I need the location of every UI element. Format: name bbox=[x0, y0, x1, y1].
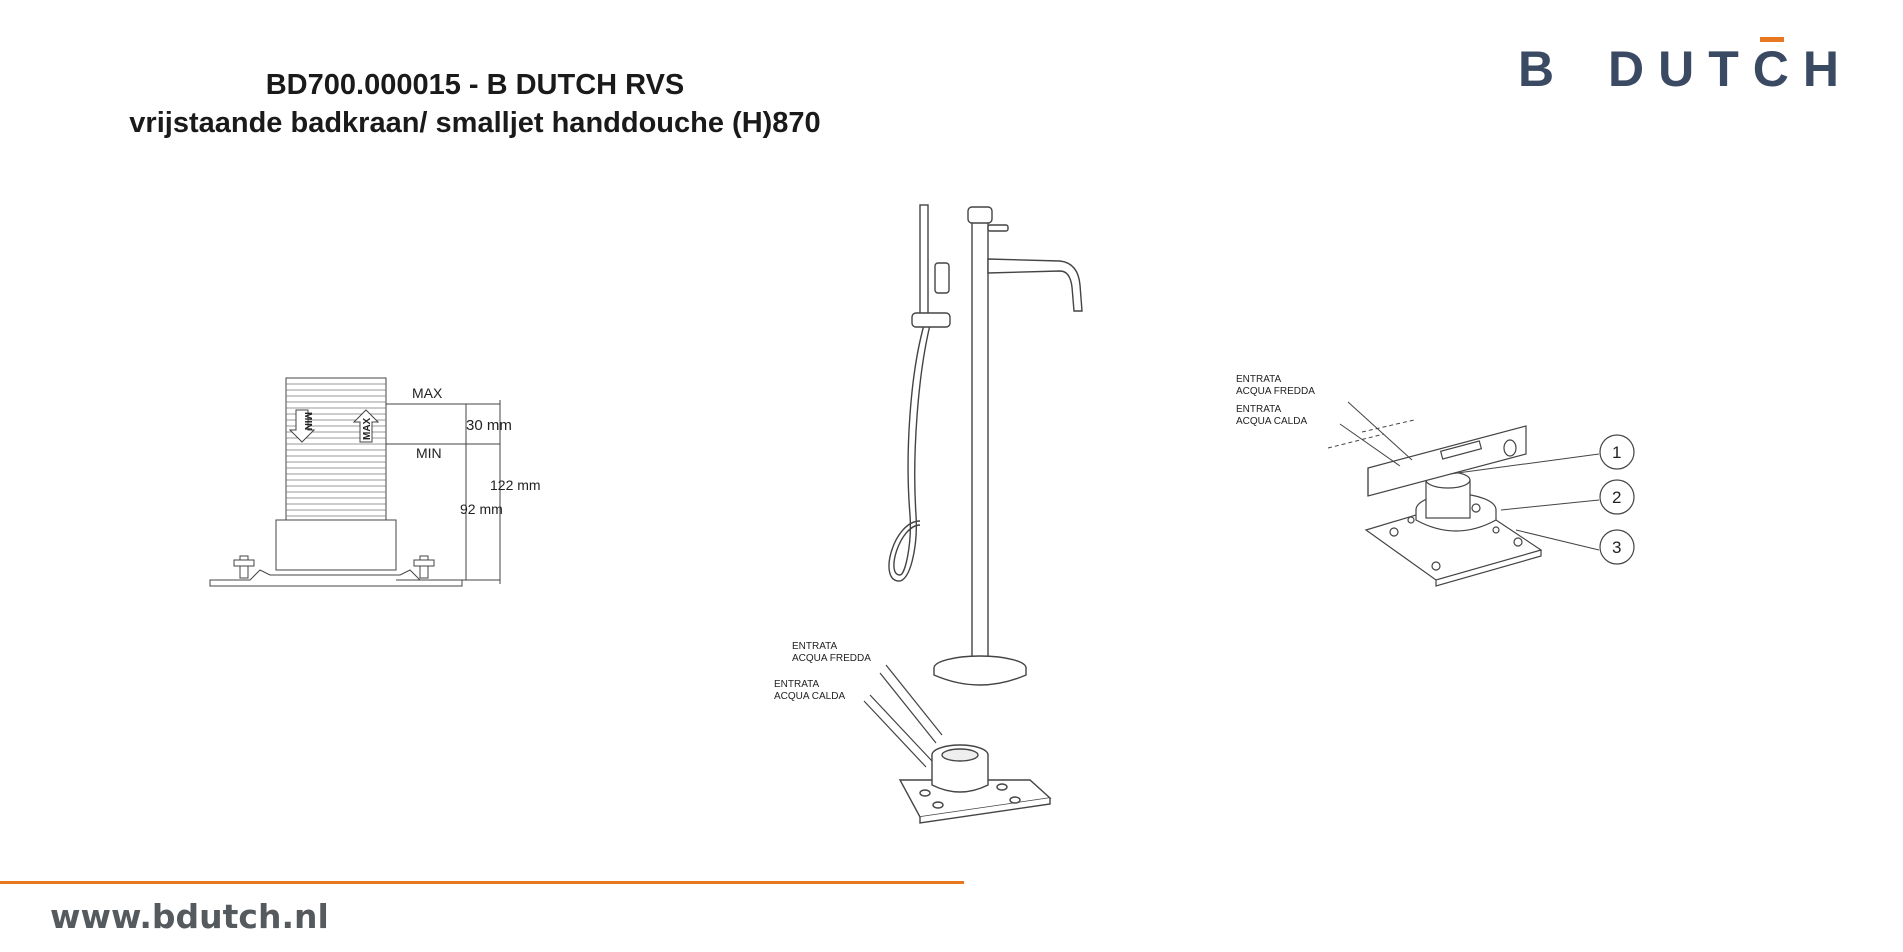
title-line-2: vrijstaande badkraan/ smalljet handdouch… bbox=[129, 107, 821, 139]
title-line-1: BD700.000015 - B DUTCH RVS bbox=[265, 69, 685, 101]
label-min: MIN bbox=[416, 445, 442, 461]
dim-122mm: 122 mm bbox=[490, 477, 541, 493]
right-hot-label-1: ENTRATA bbox=[1236, 404, 1282, 415]
callout-1: 1 bbox=[1599, 434, 1635, 470]
bdutch-logo: B DUTCH bbox=[1518, 37, 1853, 92]
callout-2-text: 2 bbox=[1612, 488, 1621, 507]
center-hot-label-1: ENTRATA bbox=[774, 679, 820, 690]
center-cold-label-1: ENTRATA bbox=[792, 641, 838, 652]
arrow-min-text: MIN bbox=[302, 412, 313, 430]
right-cold-label-2: ACQUA FREDDA bbox=[1236, 386, 1315, 397]
callout-2: 2 bbox=[1599, 479, 1635, 515]
level-check-drawing: ENTRATA ACQUA FREDDA ENTRATA ACQUA CALDA… bbox=[1236, 374, 1635, 587]
center-cold-label-2: ACQUA FREDDA bbox=[792, 653, 871, 664]
freestanding-tap-drawing: ENTRATA ACQUA FREDDA ENTRATA ACQUA CALDA bbox=[774, 204, 1083, 824]
installation-box-drawing: MIN MAX MAX MIN 30 mm 122 mm 92 mm bbox=[209, 377, 541, 587]
center-hot-label-2: ACQUA CALDA bbox=[774, 691, 845, 702]
callout-3: 3 bbox=[1599, 529, 1635, 565]
document-title: BD700.000015 - B DUTCH RVS vrijstaande b… bbox=[60, 66, 890, 142]
arrow-max-text: MAX bbox=[362, 417, 373, 440]
callout-3-text: 3 bbox=[1612, 538, 1621, 557]
footer-divider bbox=[0, 881, 964, 884]
label-max: MAX bbox=[412, 385, 443, 401]
callout-1-text: 1 bbox=[1612, 443, 1621, 462]
footer-website-url: www.bdutch.nl bbox=[50, 897, 329, 936]
logo-accent-bar bbox=[1760, 37, 1784, 42]
dim-92mm: 92 mm bbox=[460, 501, 503, 517]
logo-word-dutch: DUTCH bbox=[1608, 41, 1853, 92]
logo-letter-b: B bbox=[1518, 41, 1556, 92]
right-cold-label-1: ENTRATA bbox=[1236, 374, 1282, 385]
right-hot-label-2: ACQUA CALDA bbox=[1236, 416, 1307, 427]
dim-30mm: 30 mm bbox=[466, 417, 512, 434]
